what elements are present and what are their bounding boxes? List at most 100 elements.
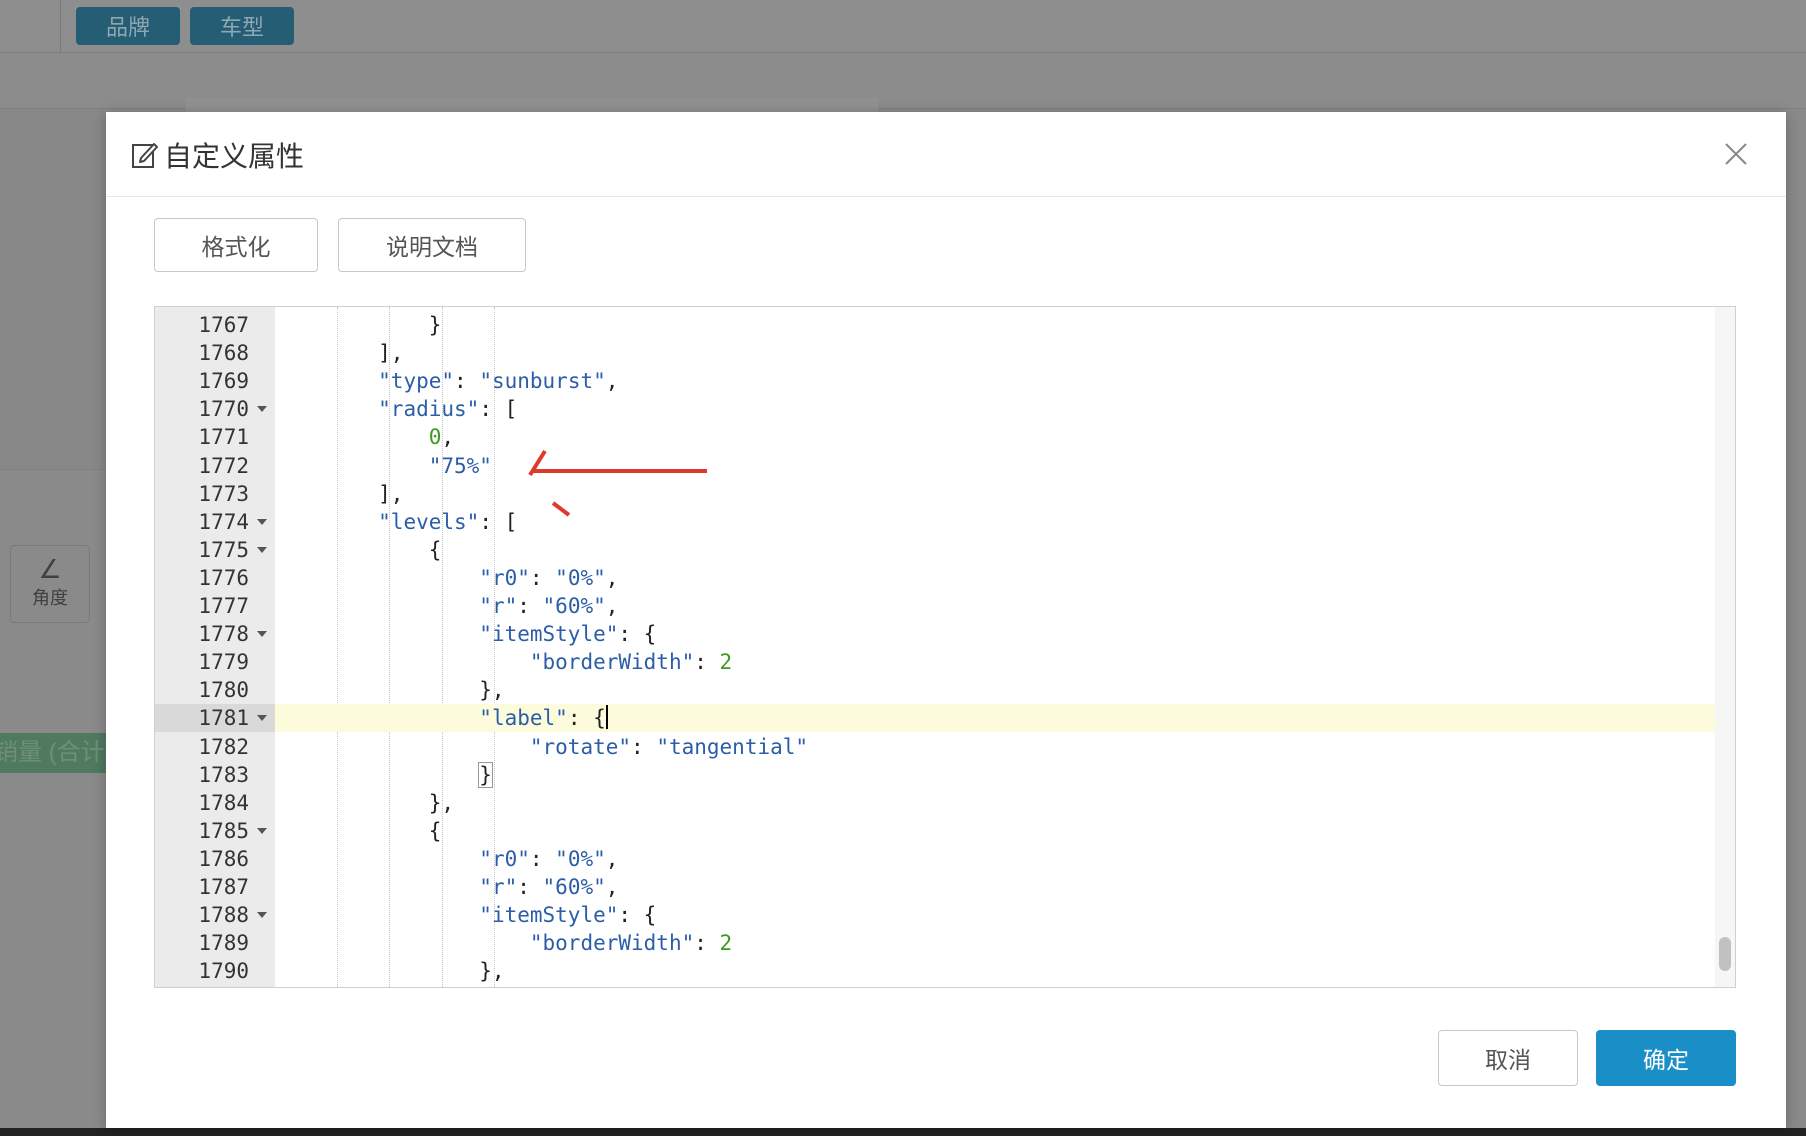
code-text: }, [277,959,505,984]
code-line[interactable]: 1770 "radius": [ [155,395,1735,423]
code-text: "75%" [428,453,492,478]
code-text: "rotate": "tangential" [529,734,809,759]
line-number: 1770 [198,397,249,422]
confirm-button[interactable]: 确定 [1596,1030,1736,1086]
code-line[interactable]: 1784 }, [155,789,1735,817]
code-area[interactable] [275,307,1715,987]
line-number: 1776 [198,565,249,590]
indent-guide [442,307,443,987]
code-line[interactable]: 1769 "type": "sunburst", [155,367,1735,395]
code-text: "itemStyle": { [479,622,657,647]
fold-arrow-icon[interactable] [257,518,267,525]
code-text: "borderWidth": 2 [529,650,733,675]
line-number: 1771 [198,425,249,450]
line-number: 1787 [198,875,249,899]
code-text: "levels": [ [378,509,518,534]
line-number: 1786 [198,846,249,871]
background-bottom-strip [0,1128,1806,1136]
code-line[interactable]: 1767 } [155,311,1735,339]
code-line[interactable]: 1775 { [155,536,1735,564]
background-side-panel [0,109,106,470]
code-text: { [277,818,442,843]
code-text: "label": { [479,705,608,731]
format-button[interactable]: 格式化 [154,218,318,272]
code-editor[interactable]: 1767 }1768 ],1769 "type": "sunburst",177… [154,306,1736,988]
code-line[interactable]: 1776 "r0": "0%", [155,564,1735,592]
background-field-chip[interactable]: 销量 (合计) [0,733,106,773]
background-panel-edge [186,98,878,112]
angle-icon: ∠ [38,554,62,584]
dialog-title: 自定义属性 [130,138,304,172]
line-number: 1783 [198,762,249,787]
code-text: } [277,313,442,337]
close-button[interactable] [1718,136,1754,172]
line-number: 1773 [198,481,249,506]
code-line[interactable]: 1779 "borderWidth": 2 [155,648,1735,676]
fold-arrow-icon[interactable] [257,406,267,413]
code-line[interactable]: 1773 ], [155,480,1735,508]
code-text: ], [277,481,404,506]
line-number: 1781 [198,706,249,731]
line-number: 1788 [198,903,249,928]
code-line[interactable]: 1785 { [155,817,1735,845]
background-angle-button[interactable]: ∠ 角度 [10,545,90,623]
close-icon [1725,143,1747,165]
line-number: 1782 [198,734,249,759]
code-text: "borderWidth": 2 [529,931,733,956]
fold-arrow-icon[interactable] [257,546,267,553]
code-line[interactable]: 1772 "75%" [155,452,1735,480]
code-text: }, [277,790,455,815]
code-text: "radius": [ [378,397,518,422]
line-number: 1768 [198,341,249,366]
code-text: "r0": "0%", [479,565,619,590]
code-text: { [277,537,442,562]
line-number: 1767 [198,313,249,337]
line-number: 1775 [198,537,249,562]
line-number: 1778 [198,622,249,647]
code-line[interactable]: 1768 ], [155,339,1735,367]
code-line[interactable]: 1771 0, [155,423,1735,451]
code-line[interactable]: 1786 "r0": "0%", [155,845,1735,873]
line-number: 1769 [198,369,249,394]
code-line[interactable]: 1787 "r": "60%", [155,873,1735,901]
code-line[interactable]: 1789 "borderWidth": 2 [155,929,1735,957]
code-line[interactable]: 1782 "rotate": "tangential" [155,733,1735,761]
indent-guide [494,307,495,987]
code-line[interactable]: 1774 "levels": [ [155,508,1735,536]
code-line[interactable]: 1781 "label": { [155,704,1735,733]
fold-arrow-icon[interactable] [257,827,267,834]
code-line[interactable]: 1790 }, [155,957,1735,985]
text-cursor [605,705,608,730]
code-text: "r": "60%", [479,594,619,618]
custom-properties-dialog: 自定义属性 格式化 说明文档 1767 }1768 ],1769 "type":… [106,112,1786,1128]
background-top-bar: 品牌 车型 [0,0,1806,53]
background-angle-label: 角度 [32,588,68,608]
line-number: 1784 [198,790,249,815]
background-brand-tag[interactable]: 品牌 [76,7,180,45]
cancel-button[interactable]: 取消 [1438,1030,1578,1086]
indent-guide [337,307,338,987]
code-text: "r0": "0%", [479,846,619,871]
code-line[interactable]: 1783 } [155,761,1735,789]
fold-arrow-icon[interactable] [257,715,267,722]
code-text: "type": "sunburst", [378,369,619,394]
docs-button[interactable]: 说明文档 [338,218,526,272]
edit-icon [130,140,160,170]
code-line[interactable]: 1788 "itemStyle": { [155,901,1735,929]
line-number: 1790 [198,959,249,984]
line-number: 1785 [198,818,249,843]
line-number: 1780 [198,678,249,703]
code-line[interactable]: 1777 "r": "60%", [155,592,1735,620]
code-text: "r": "60%", [479,875,619,899]
vertical-scrollbar[interactable] [1715,307,1735,987]
fold-arrow-icon[interactable] [257,631,267,638]
scrollbar-thumb[interactable] [1719,937,1731,971]
indent-guide [389,307,390,987]
background-model-tag[interactable]: 车型 [190,7,294,45]
code-text: "itemStyle": { [479,903,657,928]
code-text: 0, [428,425,455,450]
fold-arrow-icon[interactable] [257,912,267,919]
code-line[interactable]: 1780 }, [155,676,1735,704]
code-line[interactable]: 1778 "itemStyle": { [155,620,1735,648]
dialog-header: 自定义属性 [106,112,1786,197]
